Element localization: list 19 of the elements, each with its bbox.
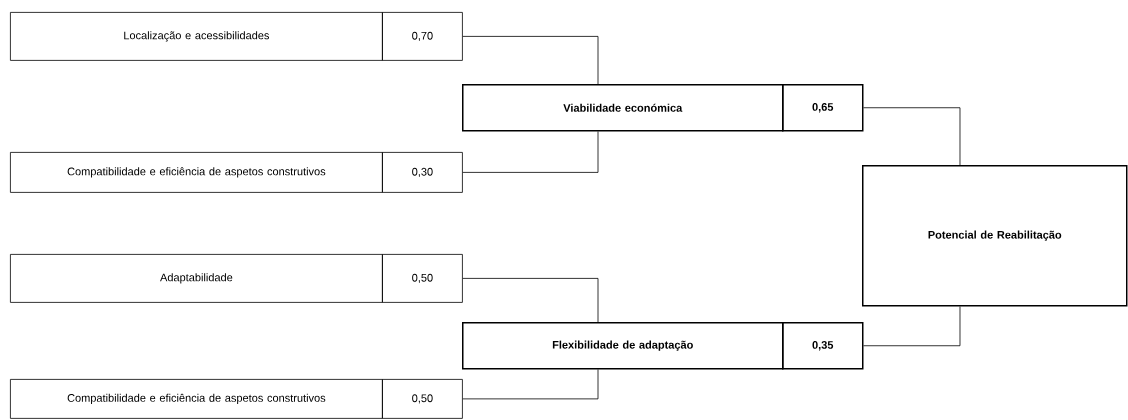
weight-box: 0,35 — [782, 322, 864, 370]
result-box: Potencial de Reabilitação — [862, 165, 1128, 307]
weight-box: 0,30 — [382, 152, 463, 193]
criterion-box: Adaptabilidade — [10, 254, 383, 303]
criterion-box: Compatibilidade e eficiência de aspetos construtivos — [10, 152, 383, 193]
criterion-box: Flexibilidade de adaptação — [462, 322, 784, 370]
connector — [462, 131, 599, 173]
weight-box: 0,50 — [382, 379, 463, 419]
weight-box: 0,70 — [382, 12, 463, 61]
connector — [863, 306, 961, 347]
connector — [863, 107, 961, 166]
connector — [462, 36, 599, 85]
weight-box: 0,65 — [782, 84, 864, 132]
connector — [462, 278, 599, 323]
criterion-box: Viabilidade económica — [462, 84, 784, 132]
weight-box: 0,50 — [382, 254, 463, 303]
criterion-box: Localização e acessibilidades — [10, 12, 383, 61]
criterion-box: Compatibilidade e eficiência de aspetos construtivos — [10, 379, 383, 419]
connector — [462, 369, 599, 400]
